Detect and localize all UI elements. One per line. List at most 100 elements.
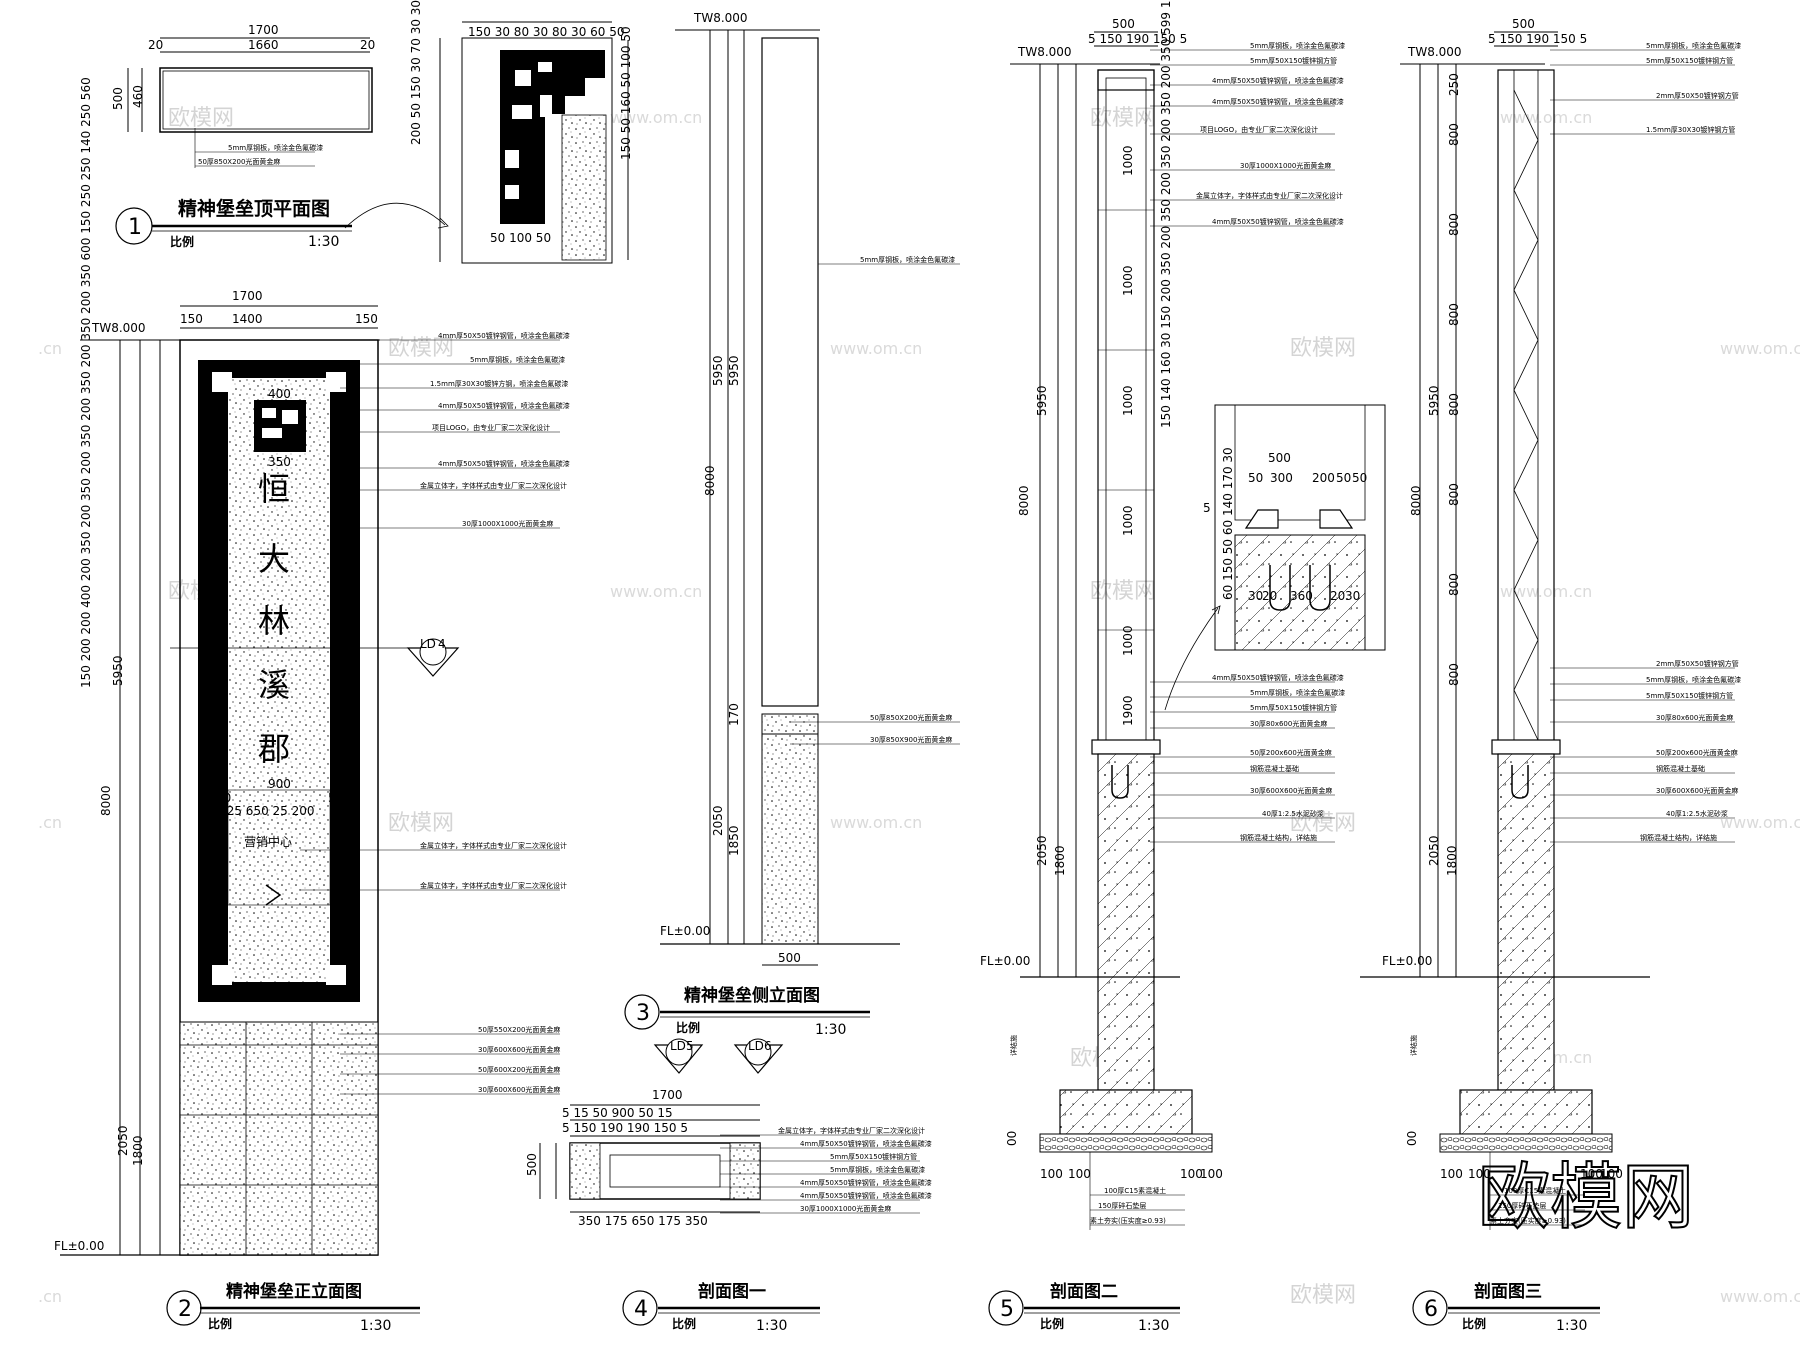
watermark-url: www.om.cn: [610, 108, 702, 127]
section-mark-num: 4: [438, 637, 446, 651]
ground-level: FL±0.00: [1382, 954, 1432, 968]
dim-label: 800: [1447, 573, 1461, 596]
v2-notes: 4mm厚50X50镀锌钢管，喷涂金色氟碳漆 5mm厚钢板，喷涂金色氟碳漆 1.5…: [300, 331, 570, 1095]
dim-top: 500: [1512, 17, 1535, 31]
detail-dim: 20: [1262, 589, 1277, 603]
view-1-top-plan: 1700 1660 20 20 500 460 5mm厚钢板，喷涂金色氟碳漆 5…: [111, 23, 375, 250]
detail-dim: 200: [1312, 471, 1335, 485]
v5-note: 50厚200x600光面黄金麻: [1250, 748, 1332, 757]
v5-note: 4mm厚50X50镀锌钢管，喷涂金色氟碳漆: [1212, 76, 1344, 85]
v6-foot-note: 150厚碎石垫层: [1498, 1201, 1546, 1210]
v5-note: 5mm厚钢板，喷涂金色氟碳漆: [1250, 688, 1345, 697]
v4-notes: 金属立体字，字体样式由专业厂家二次深化设计 4mm厚50X50镀锌钢管，喷涂金色…: [720, 1126, 932, 1214]
view-title: 精神堡垒正立面图: [226, 1281, 362, 1302]
view-4-section-1: LD 5 LD 6 1700 5 15 50 900 50 15 5 150 1…: [525, 1038, 932, 1334]
view-2-front-elevation: TW8.000 1700 1400 150 150 400 350 恒 大 林 …: [54, 77, 570, 1334]
v6-note: 40厚1:2.5水泥砂浆: [1666, 809, 1728, 818]
view-title: 剖面图一: [698, 1281, 766, 1302]
v5-note: 金属立体字，字体样式由专业厂家二次深化设计: [1196, 191, 1343, 200]
watermark-logo: 欧模网: [1290, 811, 1356, 836]
v6-note: 5mm厚50X150镀锌钢方管: [1646, 56, 1733, 65]
watermark-url: www.om.cn: [830, 813, 922, 832]
dim-label: 5 15 50 900 50 15: [562, 1106, 673, 1120]
scale-label: 比例: [676, 1020, 700, 1035]
dim-height: 500: [111, 87, 125, 110]
v4-note: 4mm厚50X50镀锌钢管，喷涂金色氟碳漆: [800, 1191, 932, 1200]
watermark-logo-large: 欧模网: [1478, 1155, 1694, 1239]
v4-note: 5mm厚钢板，喷涂金色氟碳漆: [830, 1165, 925, 1174]
sign-character: 溪: [258, 666, 290, 704]
v6-note: 钢筋混凝土结构，详结施: [1640, 833, 1717, 842]
v2-note: 4mm厚50X50镀锌钢管，喷涂金色氟碳漆: [438, 401, 570, 410]
dim-total: 8000: [1017, 485, 1031, 516]
detail-dim: 30: [1248, 589, 1263, 603]
v2-note: 金属立体字，字体样式由专业厂家二次深化设计: [420, 881, 567, 890]
watermark-url-short: .cn: [38, 1287, 62, 1306]
watermark-url: www.om.cn: [1500, 108, 1592, 127]
dim-height: 500: [525, 1153, 539, 1176]
dim-label: 5 150 190 190 150 5: [562, 1121, 688, 1135]
section-mark: LD: [748, 1039, 764, 1053]
v6-note: 1.5mm厚30X30镀锌钢方管: [1646, 125, 1735, 134]
dim-label: 5 150 190 150 5: [1488, 32, 1587, 46]
view-title: 剖面图三: [1474, 1281, 1542, 1302]
dim-upper: 5950: [1035, 385, 1049, 416]
section-mark-num: 6: [764, 1039, 772, 1053]
v5-foot-note: 100厚C15素混凝土: [1104, 1186, 1166, 1195]
view-5-section-2: TW8.000 500 5 150 190 150 5 FL±0.00 8000…: [980, 0, 1386, 1334]
v5-note: 4mm厚50X50镀锌钢管，喷涂金色氟碳漆: [1212, 97, 1344, 106]
scale-value: 1:30: [815, 1022, 846, 1038]
v4-note: 30厚1000X1000光面黄金麻: [800, 1204, 891, 1213]
ground-level: FL±0.00: [660, 924, 710, 938]
dim-upper: 5950: [1427, 385, 1441, 416]
dim-mid: 350: [268, 455, 291, 469]
dim-side: 150: [355, 312, 378, 326]
dim-inner-width: 1660: [248, 38, 279, 52]
v4-note: 5mm厚50X150镀锌钢方管: [830, 1152, 917, 1161]
dim-label: 800: [1447, 393, 1461, 416]
dim-label: 200 50 150 30 70 30 30 60 150: [409, 0, 423, 145]
dim-inner: 1000: [1121, 625, 1135, 656]
dim-upper: 5950: [727, 355, 741, 386]
elevation-top: TW8.000: [1017, 45, 1072, 59]
scale-label: 比例: [1462, 1316, 1486, 1331]
foot-dim: 100: [1068, 1167, 1091, 1181]
detail-dim: 20: [1330, 589, 1345, 603]
detail-dim: 50: [1352, 471, 1367, 485]
dim-total: 8000: [1409, 485, 1423, 516]
view-number: 2: [178, 1297, 192, 1322]
v1-note: 50厚850X200光面黄金麻: [198, 157, 280, 166]
watermark-logo: 欧模网: [168, 106, 234, 131]
dim-lower: 2050: [1035, 835, 1049, 866]
dim-sub-side: 50: [328, 791, 343, 805]
view-number: 6: [1424, 1297, 1438, 1322]
dim-gap: 170: [727, 703, 741, 726]
view-title: 精神堡垒顶平面图: [178, 197, 330, 220]
dim-sub-side: 50: [216, 791, 231, 805]
scale-value: 1:30: [308, 234, 339, 250]
foot-label: 详结施: [1009, 1035, 1018, 1056]
v2-note: 1.5mm厚30X30镀锌方钢，喷涂金色氟碳漆: [430, 379, 568, 388]
watermark-url: www.om.cn: [1720, 813, 1800, 832]
foot-dim: 100: [1040, 1167, 1063, 1181]
dim-subpanel: 900: [268, 777, 291, 791]
detail-dim: 5: [1203, 501, 1211, 515]
scale-value: 1:30: [1556, 1318, 1587, 1334]
v6-note: 2mm厚50X50镀锌钢方管: [1656, 91, 1739, 100]
watermark-url: www.om.cn: [1500, 582, 1592, 601]
elevation-top: TW8.000: [1407, 45, 1462, 59]
dim-base: 1800: [1053, 845, 1067, 876]
dim-label: 250: [1447, 73, 1461, 96]
scale-value: 1:30: [1138, 1318, 1169, 1334]
view-number: 1: [128, 215, 142, 240]
dim-label: 150 140 160 30 150 200 350 200 350 200 3…: [1159, 0, 1173, 428]
sign-character: 恒: [258, 470, 290, 508]
dim-inner: 1000: [1121, 265, 1135, 296]
v6-note: 30厚600X600光面黄金麻: [1656, 786, 1738, 795]
foot-dim: 100: [1468, 1167, 1491, 1181]
foot-dim: 100: [1180, 1167, 1203, 1181]
watermark-url: www.om.cn: [1720, 339, 1800, 358]
view-number: 5: [1000, 1297, 1014, 1322]
dim-lower: 2050: [1427, 835, 1441, 866]
ground-level: FL±0.00: [980, 954, 1030, 968]
